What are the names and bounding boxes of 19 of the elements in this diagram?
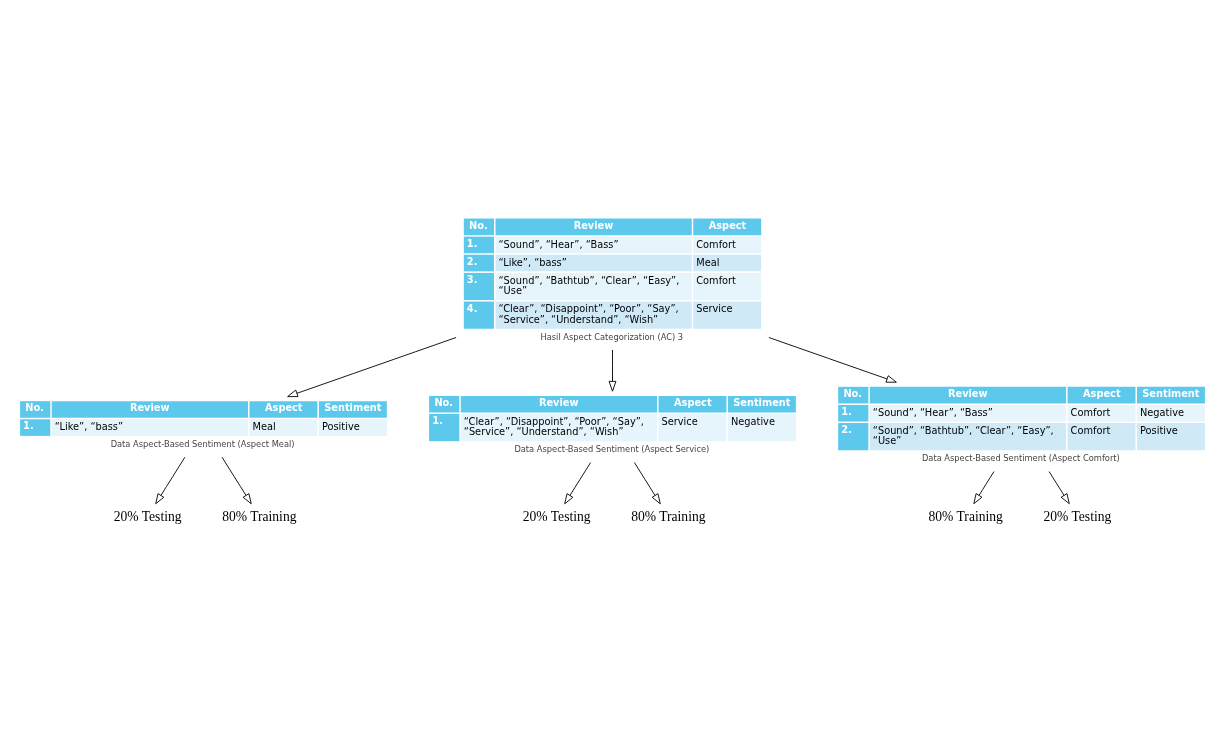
node-text: 20% Testing	[113, 508, 182, 524]
node-text: 80% Training	[222, 508, 297, 524]
arrow	[1048, 471, 1070, 505]
node-text: 80% Training	[928, 508, 1003, 524]
node-text: 20% Testing	[522, 508, 591, 524]
node-text: 80% Training	[631, 508, 706, 524]
arrow	[287, 337, 457, 398]
node-label: Data Aspect-Based Sentiment (Aspect Comfort)	[921, 453, 1120, 464]
arrow	[564, 462, 592, 505]
arrow	[768, 337, 897, 383]
node-text: 20% Testing	[1043, 508, 1112, 524]
node-label: Data Aspect-Based Sentiment (Aspect Meal)	[110, 439, 295, 450]
node-label: Hasil Aspect Categorization (AC) 3	[540, 331, 684, 342]
arrow	[973, 471, 995, 505]
arrow	[608, 349, 617, 392]
arrow	[155, 456, 186, 505]
arrow	[221, 456, 252, 505]
node-label: Data Aspect-Based Sentiment (Aspect Service)	[514, 444, 710, 455]
arrow	[633, 462, 661, 505]
